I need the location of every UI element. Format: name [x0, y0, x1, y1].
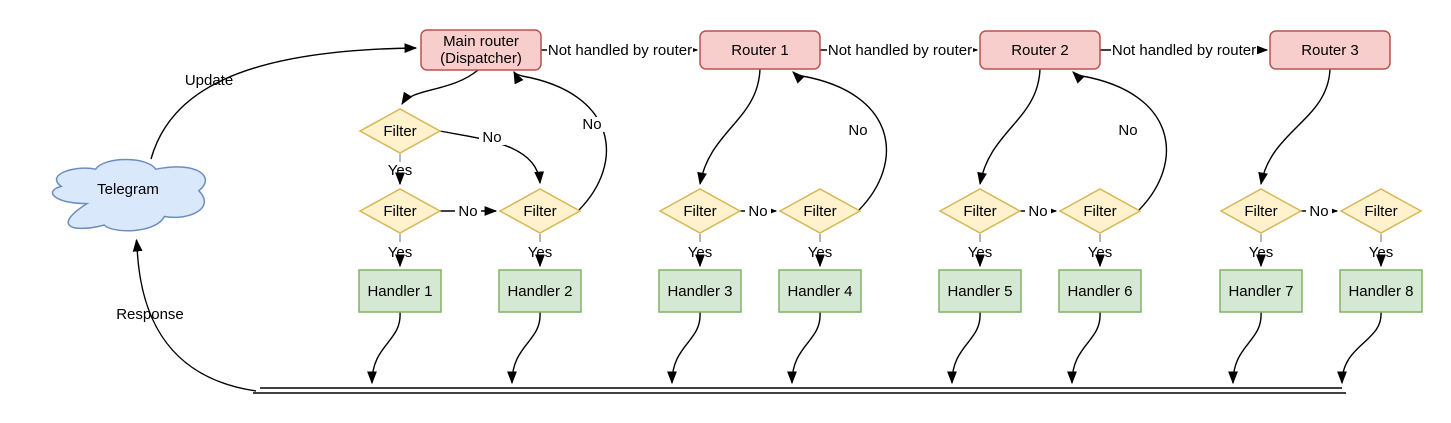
- filter-diamond-7: [1219, 188, 1303, 234]
- not-handled-label-1: Not handled by router: [548, 42, 692, 59]
- telegram-cloud-label: Telegram: [97, 181, 159, 198]
- handler-3-label: Handler 3: [667, 283, 732, 300]
- no-label-bg-r2-h: [1025, 203, 1051, 218]
- router-3-node: [1269, 30, 1391, 70]
- no-label-bg-r1-loop: [845, 123, 871, 138]
- router3-to-filter-edge: [1258, 68, 1331, 186]
- filter-label-7: Filter: [1244, 203, 1277, 220]
- handler1-out-edge: [367, 311, 401, 385]
- router-3-label: Router 3: [1301, 42, 1359, 59]
- filter-diamond-main-top: [358, 108, 442, 154]
- handler-2-node: [498, 269, 582, 313]
- no-label-bg-main-h: [455, 203, 481, 218]
- yes-label-8: Yes: [1369, 244, 1393, 261]
- no-label-r1-loop: No: [848, 122, 867, 139]
- handler-8-node: [1339, 269, 1423, 313]
- filter-label-8: Filter: [1364, 203, 1397, 220]
- filter-diamond-2: [498, 188, 582, 234]
- filter-diamond-5: [938, 188, 1022, 234]
- yes-label-7: Yes: [1249, 244, 1273, 261]
- yes-label-5: Yes: [968, 244, 992, 261]
- not-handled-label-3: Not handled by router: [1112, 42, 1256, 59]
- no-label-bg-r1-h: [745, 203, 771, 218]
- router1-to-filter-edge: [697, 68, 761, 186]
- filter-label-6: Filter: [1083, 203, 1116, 220]
- handler-5-node: [938, 269, 1022, 313]
- handler-1-node: [358, 269, 442, 313]
- no-label-main-loop: No: [582, 116, 601, 133]
- router2-loop-no-edge: [1072, 71, 1168, 212]
- handler-6-node: [1058, 269, 1142, 313]
- response-edge-label: Response: [116, 306, 184, 323]
- response-edge: [132, 238, 257, 392]
- router-2-label: Router 2: [1011, 42, 1069, 59]
- filter-label-main-top: Filter: [383, 123, 416, 140]
- handler-7-label: Handler 7: [1228, 283, 1293, 300]
- main-router-node: [420, 29, 542, 71]
- not-handled-label-bg-1: [547, 42, 693, 58]
- filter-label-5: Filter: [963, 203, 996, 220]
- main-to-filter-edge: [401, 69, 479, 106]
- handler-8-label: Handler 8: [1348, 283, 1413, 300]
- telegram-cloud: [51, 158, 206, 232]
- handler-2-label: Handler 2: [507, 283, 572, 300]
- handler7-out-edge: [1228, 311, 1262, 385]
- router1-loop-no-edge: [792, 71, 888, 212]
- yes-label-3: Yes: [688, 244, 712, 261]
- handler6-out-edge: [1067, 311, 1101, 385]
- no-label-r2-h: No: [1028, 203, 1047, 220]
- filter-label-2: Filter: [523, 203, 556, 220]
- main-loop-no-edge: [513, 70, 608, 212]
- no-label-r1-h: No: [748, 203, 767, 220]
- not-handled-label-bg-3: [1111, 42, 1257, 58]
- handler-3-node: [658, 269, 742, 313]
- yes-label-top: Yes: [388, 162, 412, 179]
- handler-4-node: [778, 269, 862, 313]
- handler-1-label: Handler 1: [367, 283, 432, 300]
- filter-diamond-1: [358, 188, 442, 234]
- no-label-r2-loop: No: [1118, 122, 1137, 139]
- filter-diamond-8: [1339, 188, 1423, 234]
- router2-to-filter-edge: [977, 68, 1041, 186]
- handler-6-label: Handler 6: [1067, 283, 1132, 300]
- main-router-label-line2: (Dispatcher): [440, 50, 522, 67]
- handler-5-label: Handler 5: [947, 283, 1012, 300]
- no-label-bg-r3-h: [1306, 203, 1332, 218]
- handler5-out-edge: [947, 311, 981, 385]
- handler4-out-edge: [787, 311, 821, 385]
- no-label-main-h: No: [458, 203, 477, 220]
- yes-label-6: Yes: [1088, 244, 1112, 261]
- no-label-bg-r2-loop: [1115, 123, 1141, 138]
- filter-diamond-3: [658, 188, 742, 234]
- handler2-out-edge: [507, 311, 541, 385]
- no-label-bg-main-loop: [579, 117, 605, 132]
- handler-4-label: Handler 4: [787, 283, 852, 300]
- update-edge-label: Update: [185, 72, 233, 89]
- no-label-bg-main-top: [479, 130, 505, 145]
- not-handled-label-bg-2: [827, 42, 973, 58]
- handler-7-node: [1219, 269, 1303, 313]
- filter-label-4: Filter: [803, 203, 836, 220]
- yes-label-2: Yes: [528, 244, 552, 261]
- filter-label-3: Filter: [683, 203, 716, 220]
- yes-label-4: Yes: [808, 244, 832, 261]
- no-label-main-top: No: [482, 129, 501, 146]
- yes-label-1: Yes: [388, 244, 412, 261]
- no-label-r3-h: No: [1309, 203, 1328, 220]
- update-edge: [150, 43, 418, 160]
- handler8-out-edge: [1337, 311, 1382, 385]
- router-1-label: Router 1: [731, 42, 789, 59]
- router-1-node: [699, 30, 821, 70]
- filter-diamond-6: [1058, 188, 1142, 234]
- filter-diamond-4: [778, 188, 862, 234]
- not-handled-label-2: Not handled by router: [828, 42, 972, 59]
- handler3-out-edge: [667, 311, 701, 385]
- filter-label-1: Filter: [383, 203, 416, 220]
- main-router-label-line1: Main router: [443, 33, 519, 50]
- router-2-node: [979, 30, 1101, 70]
